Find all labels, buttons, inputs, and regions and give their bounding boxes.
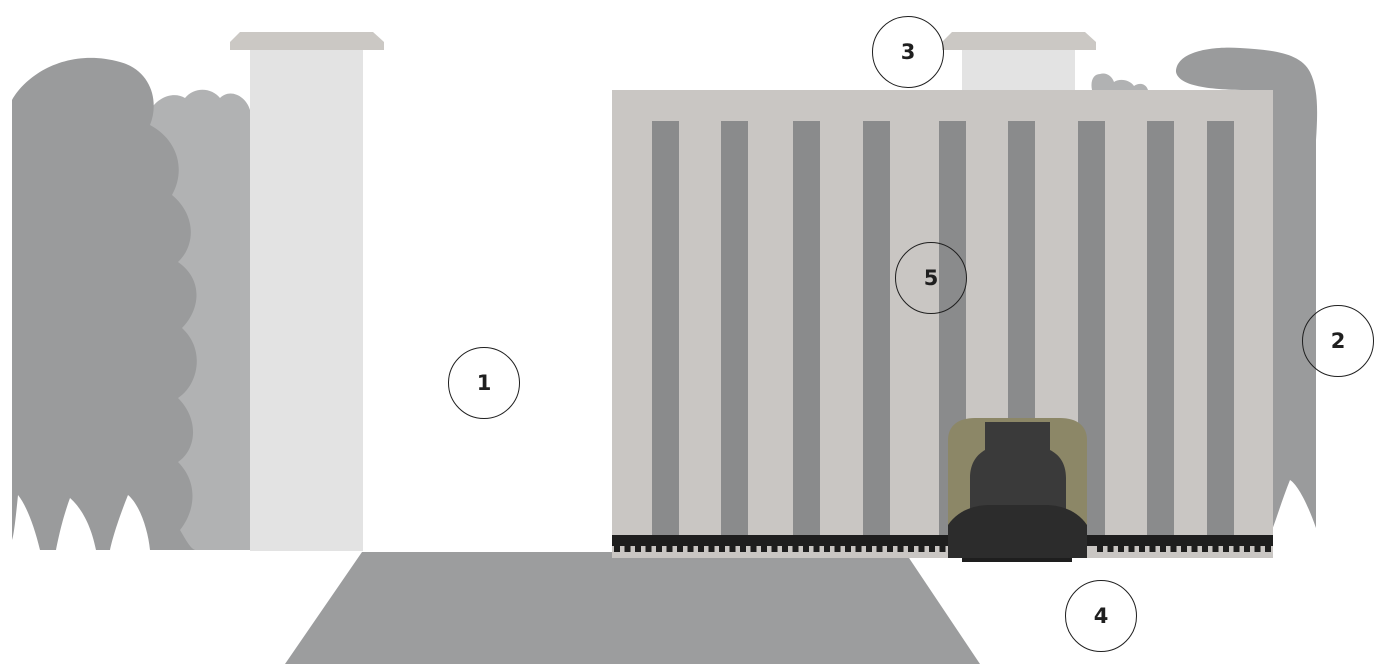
rack-tooth	[771, 546, 778, 552]
right-hedge	[1176, 47, 1318, 531]
rack-tooth	[687, 546, 694, 552]
rack-tooth	[1265, 546, 1271, 552]
rack-tooth	[855, 546, 862, 552]
rack-tooth	[866, 546, 872, 552]
rack-tooth	[782, 546, 788, 552]
rack-tooth	[1223, 546, 1229, 552]
rack-tooth	[750, 546, 757, 552]
callout-4[interactable]: 4	[1065, 580, 1137, 652]
gate-bar	[652, 121, 679, 535]
rack-tooth	[876, 546, 883, 552]
rack-tooth	[624, 546, 631, 552]
motor-foot	[962, 558, 1072, 562]
rack-tooth	[708, 546, 715, 552]
rack-tooth	[740, 546, 746, 552]
rack-tooth	[845, 546, 851, 552]
left-pillar	[250, 48, 363, 551]
gate-bar	[721, 121, 748, 535]
right-pillar	[962, 48, 1075, 90]
left-hedge-front	[12, 57, 197, 550]
rack-tooth	[929, 546, 935, 552]
rack-tooth	[1118, 546, 1124, 552]
rack-tooth	[666, 546, 673, 552]
rack-tooth	[1181, 546, 1187, 552]
rack-tooth	[761, 546, 767, 552]
callout-1[interactable]: 1	[448, 347, 520, 419]
motor-base	[948, 505, 1087, 558]
rack-tooth	[719, 546, 725, 552]
rack-tooth	[1128, 546, 1135, 552]
right-pillar-cap	[942, 32, 1096, 50]
hedge-tuft	[1091, 73, 1148, 90]
rack-tooth	[887, 546, 893, 552]
gear-rack	[612, 535, 1273, 546]
gate-bar	[1147, 121, 1174, 535]
driveway	[285, 552, 980, 664]
rack-tooth	[1160, 546, 1166, 552]
rack-tooth	[897, 546, 904, 552]
rack-tooth	[698, 546, 704, 552]
rack-tooth	[834, 546, 841, 552]
rack-tooth	[1244, 546, 1250, 552]
rack-tooth	[1097, 546, 1103, 552]
rack-tooth	[614, 546, 620, 552]
rack-tooth	[1202, 546, 1208, 552]
gear-rack-teeth	[614, 546, 1271, 552]
rack-tooth	[1191, 546, 1198, 552]
rack-tooth	[1233, 546, 1240, 552]
gate-motor	[948, 418, 1087, 562]
rack-tooth	[1149, 546, 1156, 552]
motor-cover	[970, 422, 1066, 520]
gate-bar	[1207, 121, 1234, 535]
callout-5[interactable]: 5	[895, 242, 967, 314]
left-pillar-cap	[230, 32, 384, 50]
rack-tooth	[918, 546, 925, 552]
rack-tooth	[939, 546, 946, 552]
rack-tooth	[729, 546, 736, 552]
rack-tooth	[803, 546, 809, 552]
gate-bar	[863, 121, 890, 535]
rack-tooth	[1139, 546, 1145, 552]
gate-bar	[793, 121, 820, 535]
rack-tooth	[645, 546, 652, 552]
rack-tooth	[656, 546, 662, 552]
rack-tooth	[792, 546, 799, 552]
rack-tooth	[813, 546, 820, 552]
rack-tooth	[1170, 546, 1177, 552]
rack-tooth	[635, 546, 641, 552]
rack-tooth	[824, 546, 830, 552]
callout-2[interactable]: 2	[1302, 305, 1374, 377]
rack-tooth	[908, 546, 914, 552]
rack-tooth	[677, 546, 683, 552]
rack-tooth	[1107, 546, 1114, 552]
rack-tooth	[1212, 546, 1219, 552]
callout-3[interactable]: 3	[872, 16, 944, 88]
rack-tooth	[1254, 546, 1261, 552]
